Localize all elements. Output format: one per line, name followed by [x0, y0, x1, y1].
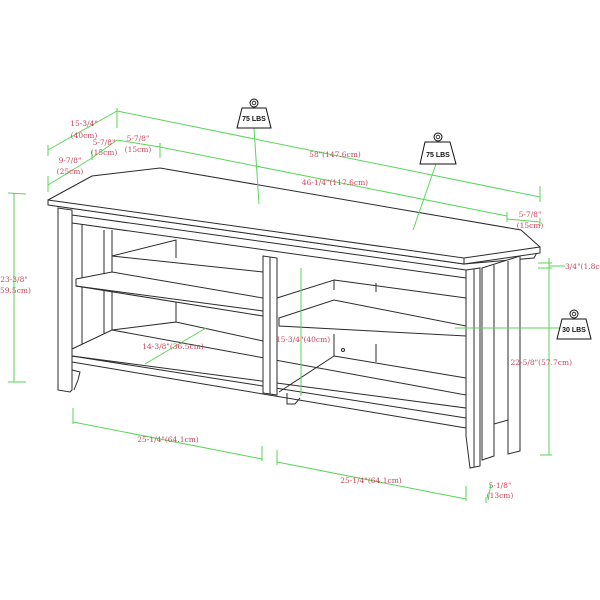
label-leg-clearance: 5-1/8"	[489, 481, 512, 490]
label-width-total: 58"(147.6cm)	[309, 150, 361, 159]
weight-icon-top-left: 75 LBS	[236, 98, 272, 129]
label-bay-left-width: 25-1/4"(64.1cm)	[137, 435, 199, 444]
label-corner-left-b: 5-7/8"	[127, 134, 150, 143]
weight-label: 30 LBS	[562, 327, 586, 334]
top-right-edge	[463, 246, 541, 265]
tv-stand-drawing	[47, 167, 541, 469]
label-corner-right: 5-7/8"	[519, 210, 542, 219]
weight-icon-top-right: 75 LBS	[419, 132, 457, 165]
label-corner-depth-metric: (25cm)	[57, 167, 84, 176]
label-height-under-top: 22-5/8"(57.7cm)	[511, 358, 573, 367]
label-height-total: 23-3/8"	[0, 275, 28, 284]
label-corner-right-metric: (15cm)	[517, 221, 544, 230]
label-shelf-depth: 14-3/8"(36.5cm)	[142, 342, 204, 351]
dimension-labels: 15-3/4" (40cm) 5-7/8" (15cm) 5-7/8" (15c…	[0, 119, 600, 500]
right-middle-shelf	[278, 299, 467, 337]
label-corner-left-a-metric: (15cm)	[91, 148, 118, 157]
dimension-lines	[7, 108, 565, 503]
label-corner-left-a: 5-7/8"	[93, 138, 116, 147]
label-corner-depth: 9-7/8"	[59, 156, 82, 165]
label-height-total-metric: (59.5cm)	[0, 286, 31, 295]
label-opening-height: 15-3/4"(40cm)	[276, 335, 330, 344]
left-leg	[57, 207, 73, 393]
weight-label: 75 LBS	[242, 116, 266, 123]
weight-label: 75 LBS	[426, 152, 450, 159]
label-top-thickness: 3/4"(1.8cm)	[565, 262, 600, 271]
label-depth-total: 15-3/4"	[70, 119, 98, 128]
label-width-back: 46-1/4"(117.6cm)	[302, 178, 368, 187]
label-bay-right-width: 25-1/4"(64.1cm)	[340, 476, 402, 485]
right-front-leg	[465, 267, 481, 469]
label-corner-left-b-metric: (15cm)	[125, 145, 152, 154]
weight-icon-shelf: 30 LBS	[556, 309, 592, 340]
label-leg-clearance-metric: (13cm)	[487, 491, 514, 500]
label-depth-total-metric: (40cm)	[71, 131, 98, 140]
